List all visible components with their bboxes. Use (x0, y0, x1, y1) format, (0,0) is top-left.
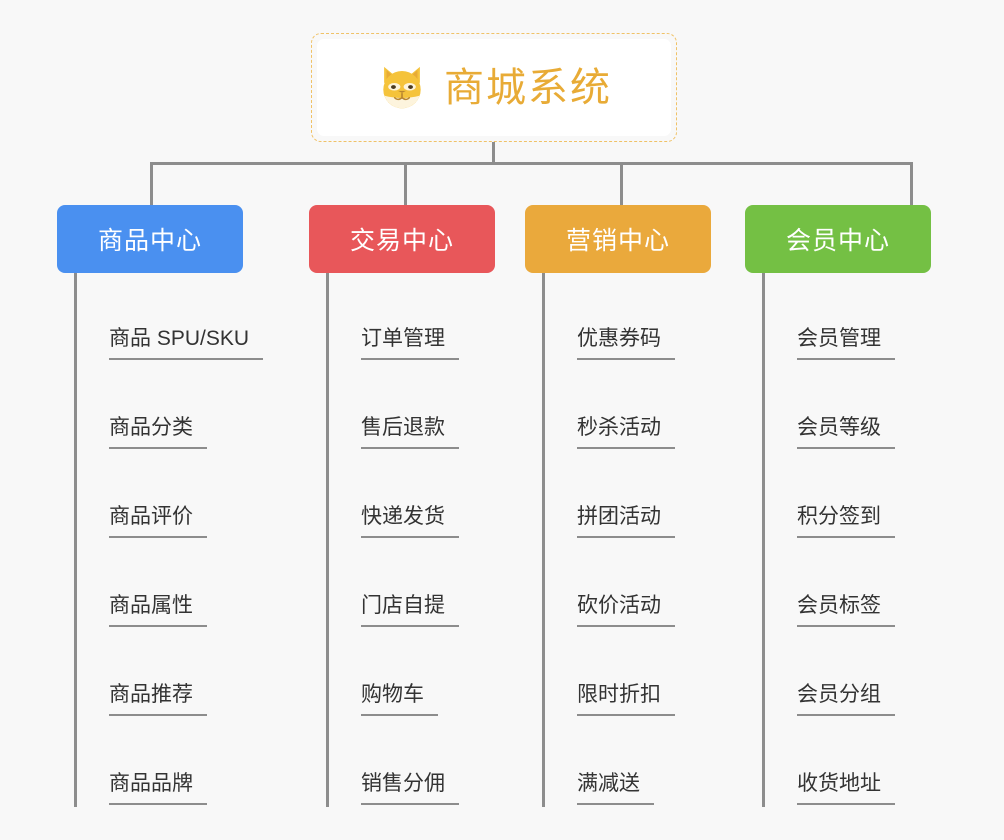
category-header-4[interactable]: 会员中心 (745, 205, 931, 273)
item-label: 门店自提 (361, 594, 459, 627)
item-label: 秒杀活动 (577, 416, 675, 449)
root-node[interactable]: 商城系统 (311, 33, 677, 142)
item-label: 购物车 (361, 683, 438, 716)
category-header-2[interactable]: 交易中心 (309, 205, 495, 273)
item-label: 积分签到 (797, 505, 895, 538)
list-item[interactable]: 商品 SPU/SKU (77, 273, 264, 362)
item-label: 砍价活动 (577, 594, 675, 627)
list-item[interactable]: 门店自提 (329, 540, 495, 629)
item-label: 会员分组 (797, 683, 895, 716)
list-item[interactable]: 购物车 (329, 629, 495, 718)
branch-column-1: 商品中心 商品 SPU/SKU 商品分类 商品评价 商品属性 商品推荐 商品品牌 (57, 205, 264, 807)
item-label: 会员标签 (797, 594, 895, 627)
category-label-4: 会员中心 (785, 227, 890, 255)
list-item[interactable]: 销售分佣 (329, 718, 495, 807)
item-label: 商品品牌 (109, 772, 207, 805)
item-label: 拼团活动 (577, 505, 675, 538)
list-item[interactable]: 秒杀活动 (545, 362, 711, 451)
category-label-1: 商品中心 (97, 227, 202, 255)
list-item[interactable]: 优惠券码 (545, 273, 711, 362)
item-list-2: 订单管理 售后退款 快递发货 门店自提 购物车 销售分佣 (326, 273, 495, 807)
drop-connector-3 (620, 162, 623, 207)
category-header-1[interactable]: 商品中心 (57, 205, 243, 273)
root-stem-connector (492, 142, 495, 165)
item-label: 限时折扣 (577, 683, 675, 716)
list-item[interactable]: 商品评价 (77, 451, 263, 540)
item-label: 收货地址 (797, 772, 895, 805)
item-label: 商品分类 (109, 416, 207, 449)
root-card: 商城系统 (317, 39, 671, 136)
item-list-3: 优惠券码 秒杀活动 拼团活动 砍价活动 限时折扣 满减送 (542, 273, 711, 807)
category-header-3[interactable]: 营销中心 (525, 205, 711, 273)
list-item[interactable]: 拼团活动 (545, 451, 711, 540)
list-item[interactable]: 快递发货 (329, 451, 495, 540)
item-list-1: 商品 SPU/SKU 商品分类 商品评价 商品属性 商品推荐 商品品牌 (74, 273, 264, 807)
branch-column-4: 会员中心 会员管理 会员等级 积分签到 会员标签 会员分组 收货地址 (745, 205, 931, 807)
item-label: 商品 SPU/SKU (109, 327, 264, 360)
item-label: 商品属性 (109, 594, 207, 627)
item-label: 商品评价 (109, 505, 207, 538)
list-item[interactable]: 限时折扣 (545, 629, 711, 718)
item-label: 会员等级 (797, 416, 895, 449)
list-item[interactable]: 商品分类 (77, 362, 263, 451)
list-item[interactable]: 会员管理 (765, 273, 931, 362)
list-item[interactable]: 砍价活动 (545, 540, 711, 629)
item-label: 商品推荐 (109, 683, 207, 716)
item-label: 满减送 (577, 772, 654, 805)
root-title: 商城系统 (444, 65, 612, 110)
item-label: 销售分佣 (361, 772, 459, 805)
list-item[interactable]: 会员标签 (765, 540, 931, 629)
list-item[interactable]: 商品属性 (77, 540, 263, 629)
category-label-3: 营销中心 (565, 227, 670, 255)
item-label: 优惠券码 (577, 327, 675, 360)
item-label: 订单管理 (361, 327, 459, 360)
list-item[interactable]: 积分签到 (765, 451, 931, 540)
category-label-2: 交易中心 (349, 227, 454, 255)
branch-column-2: 交易中心 订单管理 售后退款 快递发货 门店自提 购物车 销售分佣 (309, 205, 495, 807)
list-item[interactable]: 商品品牌 (77, 718, 263, 807)
list-item[interactable]: 会员等级 (765, 362, 931, 451)
horizontal-bus-connector (150, 162, 913, 165)
drop-connector-2 (404, 162, 407, 207)
drop-connector-4 (910, 162, 913, 207)
item-label: 会员管理 (797, 327, 895, 360)
branch-column-3: 营销中心 优惠券码 秒杀活动 拼团活动 砍价活动 限时折扣 满减送 (525, 205, 711, 807)
list-item[interactable]: 售后退款 (329, 362, 495, 451)
item-label: 快递发货 (361, 505, 459, 538)
list-item[interactable]: 订单管理 (329, 273, 495, 362)
list-item[interactable]: 收货地址 (765, 718, 931, 807)
item-label: 售后退款 (361, 416, 459, 449)
drop-connector-1 (150, 162, 153, 207)
list-item[interactable]: 商品推荐 (77, 629, 263, 718)
list-item[interactable]: 满减送 (545, 718, 711, 807)
item-list-4: 会员管理 会员等级 积分签到 会员标签 会员分组 收货地址 (762, 273, 931, 807)
list-item[interactable]: 会员分组 (765, 629, 931, 718)
shiba-dog-icon (376, 62, 428, 114)
